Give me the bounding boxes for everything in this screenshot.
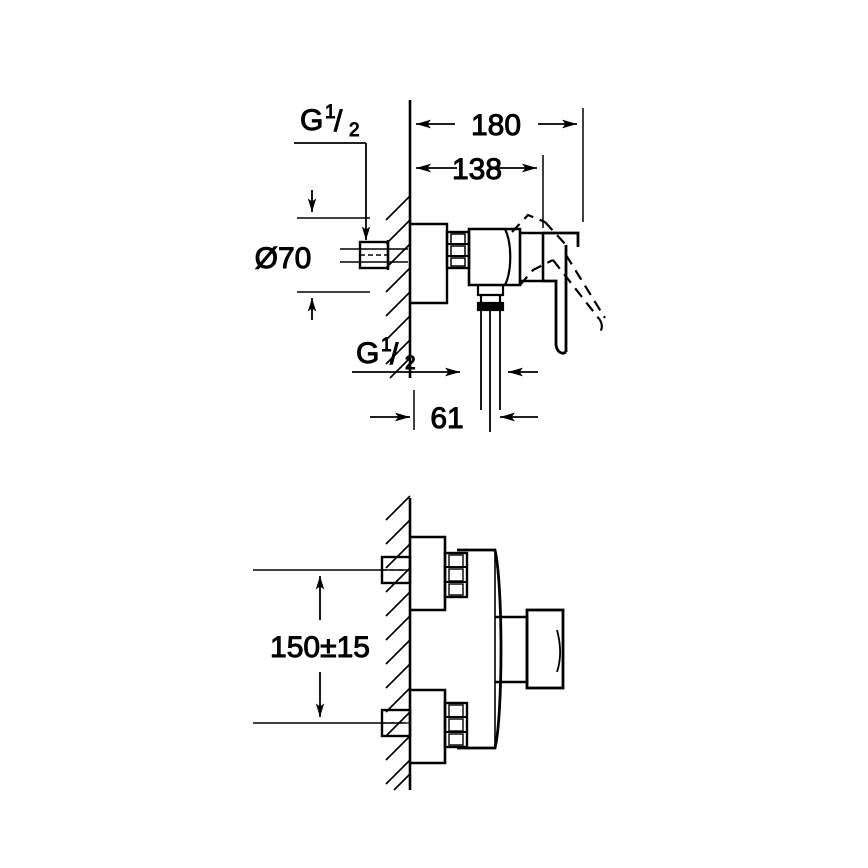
wall-hatching-top	[385, 195, 411, 379]
dimension-g-half-bottom: G 1 / 2	[352, 335, 538, 377]
dimension-138: 138	[416, 153, 537, 187]
dimension-138-label: 138	[452, 153, 502, 186]
dimension-diameter-70: Ø70	[254, 190, 408, 320]
dimension-diameter-70-label: Ø70	[255, 242, 312, 275]
g-half-top-numerator: 1	[325, 102, 336, 123]
dimension-61: 61	[370, 390, 538, 436]
dimension-180-label: 180	[471, 109, 521, 142]
dimension-g-half-top: G 1 / 2	[294, 102, 371, 240]
dimension-150-label: 150±15	[270, 631, 370, 664]
dimension-180: 180	[416, 109, 577, 143]
dimension-150: 150±15	[253, 569, 406, 724]
extension-lines-top	[409, 100, 584, 228]
g-half-bottom-denominator: 2	[405, 353, 416, 374]
shower-outlet-pipe-top	[480, 310, 501, 432]
outlet-connector-bottom-view	[495, 608, 565, 690]
top-view-group: 180 138 G 1 / 2 Ø70	[254, 100, 606, 436]
wall-bottom-view	[385, 495, 412, 791]
dimension-61-label: 61	[430, 402, 463, 435]
g-half-top-base: G	[300, 104, 323, 137]
lever-handle-phantom	[511, 213, 606, 335]
eccentric-connector-upper-bottom	[443, 551, 469, 599]
g-half-top-denominator: 2	[349, 120, 360, 141]
mixer-body-bottom-view	[457, 548, 503, 750]
g-half-bottom-slash: /	[390, 338, 399, 371]
eccentric-connector-lower-bottom	[443, 701, 469, 749]
lever-handle-solid	[543, 231, 580, 355]
bottom-view-group: 150±15	[253, 495, 565, 791]
inlet-union-nut-top	[358, 240, 390, 270]
g-half-top-slash: /	[334, 105, 343, 138]
g-half-bottom-numerator: 1	[381, 335, 392, 356]
g-half-bottom-base: G	[356, 337, 379, 370]
wall-hatching-bottom	[385, 495, 411, 791]
